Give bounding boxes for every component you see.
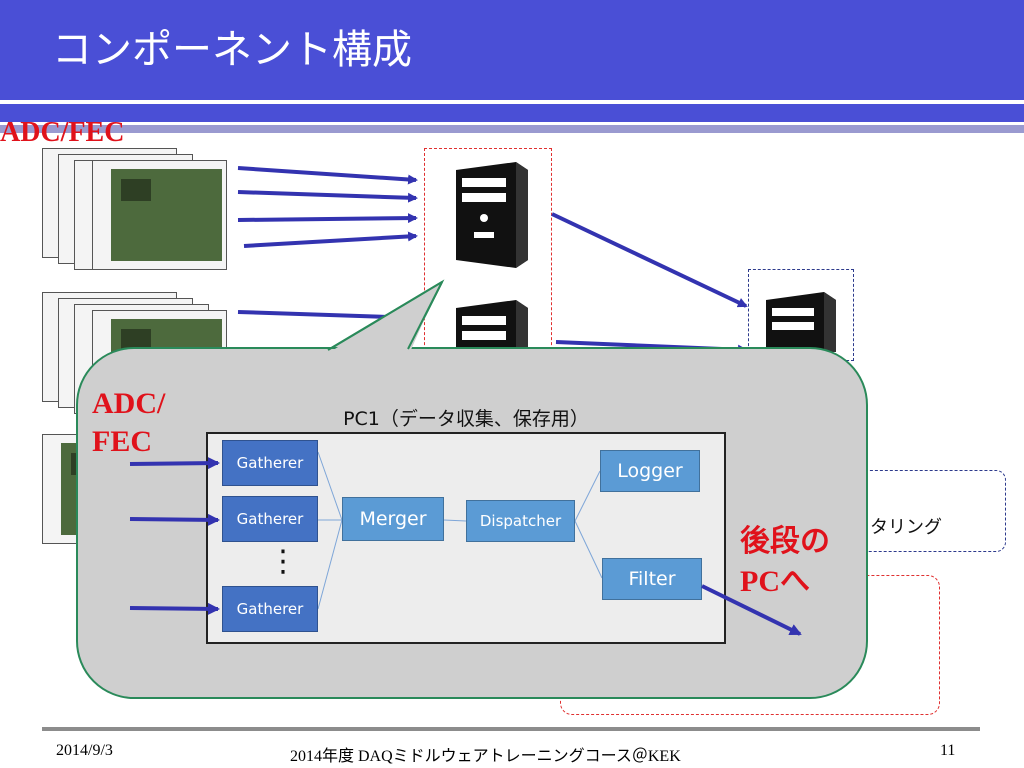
merger-component: Merger: [342, 497, 444, 541]
adc-fec-label: ADC/FEC: [0, 117, 125, 148]
server-icon: [456, 162, 528, 268]
gatherer-component-1: Gatherer: [222, 440, 318, 486]
monitoring-label-partial: タリング: [870, 517, 942, 538]
footer-date: 2014/9/3: [56, 742, 113, 759]
gatherer-component-2: Gatherer: [222, 496, 318, 542]
board-image: [92, 160, 227, 270]
popup-adc-fec-line1: ADC/: [92, 387, 166, 420]
dispatcher-component: Dispatcher: [466, 500, 575, 542]
filter-component: Filter: [602, 558, 702, 600]
footer-course: 2014年度 DAQミドルウェアトレーニングコース＠KEK: [290, 748, 681, 765]
slide-title: コンポーネント構成: [52, 27, 412, 73]
server-icon: [766, 292, 836, 352]
pc1-title: PC1（データ収集、保存用）: [343, 408, 589, 430]
next-pc-label-line1: 後段の: [740, 525, 830, 558]
title-separator-light: [0, 125, 1024, 133]
title-separator-white: [0, 100, 1024, 104]
popup-adc-fec-line2: FEC: [92, 425, 152, 458]
footer-divider: [42, 727, 980, 731]
footer-page-number: 11: [940, 742, 956, 759]
title-bar: [0, 0, 1024, 100]
server-icon: [456, 300, 528, 358]
next-pc-label-line2: PCへ: [740, 565, 810, 598]
gatherer-ellipsis: ⋮: [268, 544, 298, 579]
logger-component: Logger: [600, 450, 700, 492]
gatherer-component-3: Gatherer: [222, 586, 318, 632]
title-separator-blue: [0, 104, 1024, 122]
